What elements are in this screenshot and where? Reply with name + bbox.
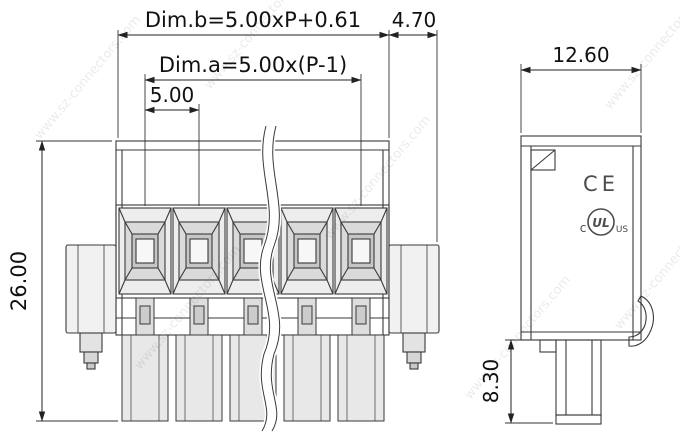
clamp-pole-4 <box>280 207 334 295</box>
watermark-text: www.sz-connectors.com <box>32 13 144 143</box>
dimensions: Dim.b=5.00xP+0.61 4.70 Dim.a=5.00x(P-1) … <box>7 8 642 424</box>
pole-tab-4 <box>297 297 317 336</box>
latch-hook <box>628 295 654 347</box>
ul-mark: UL c US <box>580 208 629 236</box>
ul-c-label: c <box>580 221 587 235</box>
ul-circle-icon <box>587 208 615 236</box>
front-view <box>65 124 440 435</box>
mounting-flange-left <box>65 244 117 370</box>
plug-segment-5 <box>337 334 385 422</box>
dim-side-width-label: 12.60 <box>552 43 609 67</box>
ul-letters: UL <box>592 216 609 230</box>
dim-b-label: Dim.b=5.00xP+0.61 <box>145 8 361 32</box>
ul-us-label: US <box>616 225 629 235</box>
ce-mark: CE <box>583 172 619 196</box>
dim-a-label: Dim.a=5.00x(P-1) <box>159 53 347 77</box>
clamp-pole-1 <box>118 207 172 295</box>
pole-tab-3 <box>243 297 263 336</box>
dim-flange-label: 4.70 <box>392 8 437 32</box>
dim-pitch-label: 5.00 <box>150 83 195 107</box>
pole-tab-5 <box>351 297 371 336</box>
break-line <box>258 124 282 435</box>
dim-height-label: 26.00 <box>7 251 31 311</box>
watermark-text: www.sz-connectors.com <box>462 273 574 403</box>
dim-pin-label: 8.30 <box>479 359 503 404</box>
pole-tab-1 <box>135 297 155 336</box>
mounting-flange-right <box>388 244 440 370</box>
side-view: CE UL c US <box>520 135 654 425</box>
plug-pin-side <box>555 339 602 416</box>
plug-segment-4 <box>283 334 331 422</box>
keyway-notch <box>530 149 556 171</box>
plug-segment-2 <box>175 334 223 422</box>
